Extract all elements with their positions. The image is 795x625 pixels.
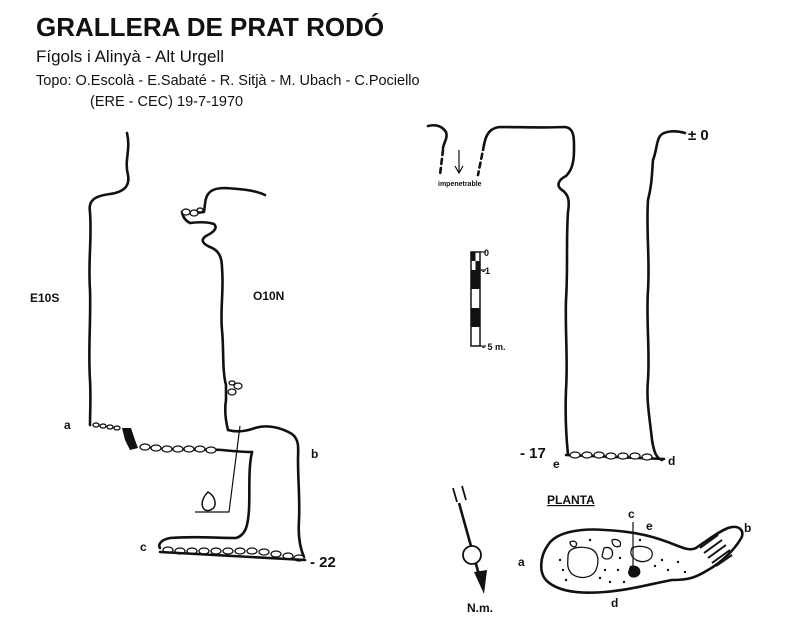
point-e-right: e xyxy=(553,457,560,471)
scale-tick-0: 0 xyxy=(484,248,489,258)
plan-point-d: d xyxy=(611,596,618,610)
point-d-right: d xyxy=(668,454,675,468)
left-section-west-wall xyxy=(180,186,267,432)
left-section-profile xyxy=(88,131,306,559)
depth-bottom-left: - 22 xyxy=(310,554,336,571)
scale-tick-5: - 5 m. xyxy=(482,342,506,352)
north-label: N.m. xyxy=(467,601,493,615)
top-ledge-boulders xyxy=(181,207,204,217)
left-section-east-wall xyxy=(88,131,130,427)
scale-bar xyxy=(470,251,486,347)
plan-passage-hatching xyxy=(699,534,733,567)
right-section-profile xyxy=(426,123,687,462)
right-section-impenetrable-stub xyxy=(426,123,448,150)
ledge-a-pebbles xyxy=(92,422,121,431)
left-section-chamber-roof xyxy=(226,425,306,559)
shaft-boulders xyxy=(227,380,243,396)
label-west: O10N xyxy=(253,289,284,303)
plan-outline xyxy=(539,525,744,594)
black-block xyxy=(122,428,138,450)
ledge-floor-boulders xyxy=(139,443,217,454)
survey-title: GRALLERA DE PRAT RODÓ xyxy=(36,12,384,42)
survey-location: Fígols i Alinyà - Alt Urgell xyxy=(36,47,224,66)
point-c-left: c xyxy=(140,540,147,554)
depth-top-right: ± 0 xyxy=(688,127,709,144)
plan-debris-dots xyxy=(558,538,687,584)
point-b-left: b xyxy=(311,447,318,461)
right-section-outer-wall xyxy=(646,130,687,462)
formation-marker xyxy=(201,491,216,512)
right-section-impenetrable-dashes-1 xyxy=(438,148,445,177)
label-east: E10S xyxy=(30,291,59,305)
plan-boulders xyxy=(567,538,653,579)
plan-point-a: a xyxy=(518,555,525,569)
left-section-boulders xyxy=(92,207,307,562)
survey-authors: Topo: O.Escolà - E.Sabaté - R. Sitjà - M… xyxy=(36,73,420,89)
label-impenetrable: impenetrable xyxy=(438,181,482,188)
section-cut-line xyxy=(195,425,241,513)
right-section-floor-boulders xyxy=(569,451,653,461)
right-section-impenetrable-dashes-2 xyxy=(476,143,486,177)
plan-title: PLANTA xyxy=(547,493,595,507)
plan-point-e: e xyxy=(646,519,653,533)
north-arrow-icon xyxy=(452,485,487,594)
right-section-inner-wall xyxy=(482,125,576,457)
point-a-left: a xyxy=(64,418,71,432)
plan-point-b: b xyxy=(744,521,751,535)
scale-tick-1: -1 xyxy=(482,266,490,276)
survey-club-date: (ERE - CEC) 19-7-1970 xyxy=(90,94,243,110)
depth-bottom-right: - 17 xyxy=(520,445,546,462)
bottom-floor-line xyxy=(158,550,307,562)
impenetrable-arrow-icon xyxy=(454,150,464,175)
plan-point-c: c xyxy=(628,507,635,521)
left-section-chamber-inner-wall xyxy=(158,450,254,550)
